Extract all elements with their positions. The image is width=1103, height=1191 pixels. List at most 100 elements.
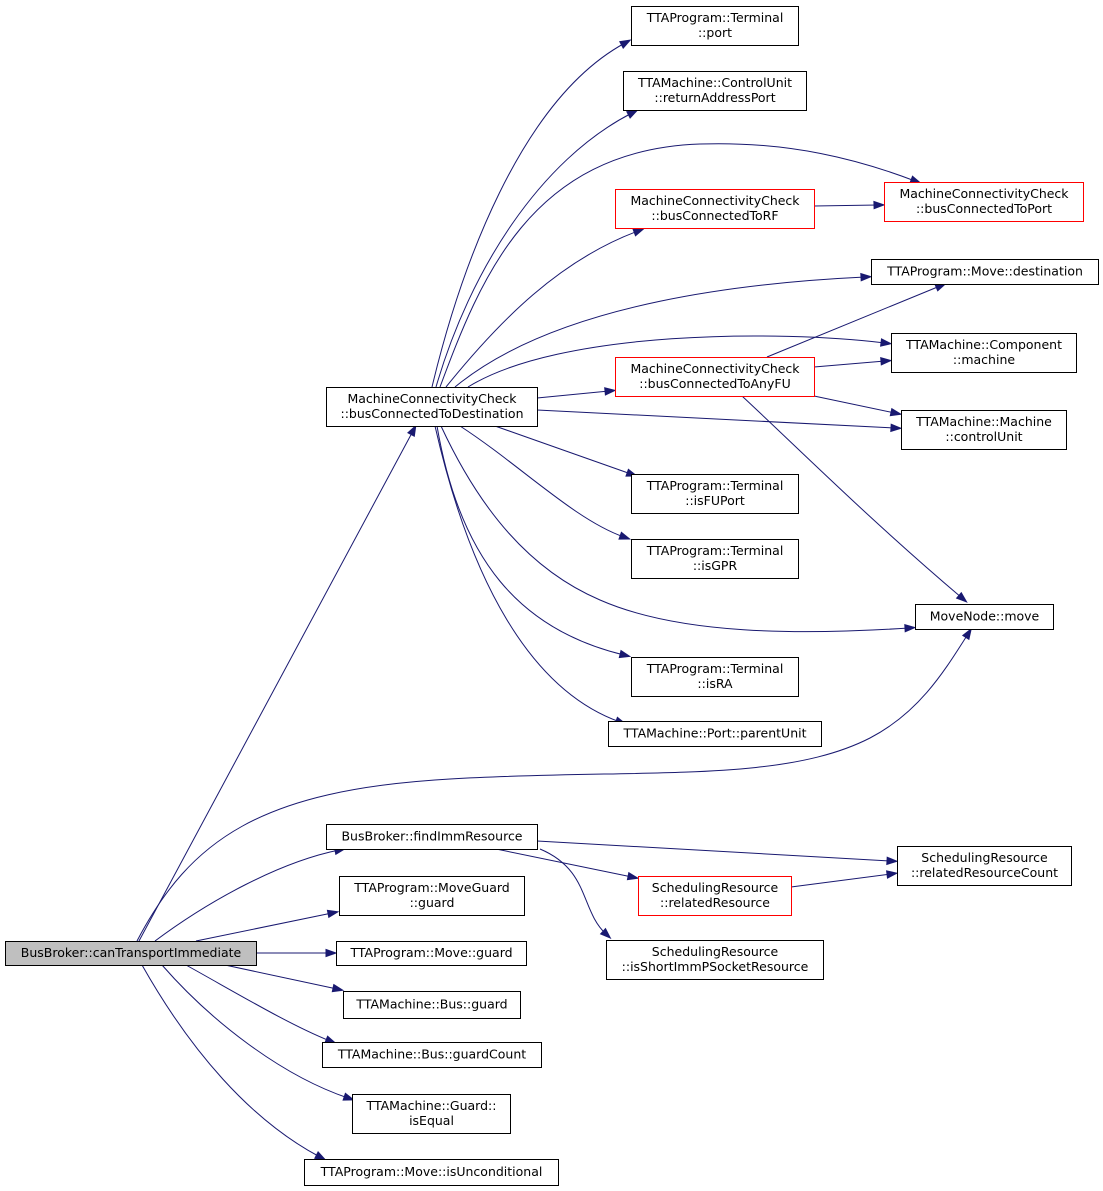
node-box: [5, 941, 257, 966]
node-find-imm[interactable]: BusBroker::findImmResource: [326, 824, 538, 850]
arrowhead-icon: [326, 909, 340, 919]
node-label: MachineConnectivityCheck: [630, 361, 800, 376]
node-label: MachineConnectivityCheck: [347, 391, 517, 406]
arrowhead-icon: [904, 624, 917, 633]
node-box: [608, 721, 822, 747]
node-label: ::isGPR: [693, 558, 738, 573]
edge-root-to-bus_guard: [224, 964, 345, 993]
node-label: ::isShortImmPSocketResource: [622, 959, 809, 974]
node-box: [891, 333, 1077, 373]
node-label: ::isRA: [697, 676, 733, 691]
arrowhead-icon: [890, 423, 903, 433]
arrowhead-icon: [955, 591, 968, 603]
edge-mcc_dest-to-movenode_move: [440, 425, 917, 633]
node-box: [897, 846, 1072, 886]
node-sr-count[interactable]: SchedulingResource::relatedResourceCount: [897, 846, 1072, 886]
edge-line: [454, 276, 866, 388]
edge-root-to-move_uncond: [141, 964, 327, 1161]
node-label: ::port: [698, 25, 732, 40]
node-label: SchedulingResource: [921, 850, 1048, 865]
node-label: ::machine: [953, 352, 1015, 367]
node-label: TTAMachine::Bus::guard: [355, 997, 507, 1012]
node-label: MachineConnectivityCheck: [630, 193, 800, 208]
edge-line: [467, 335, 886, 388]
arrowhead-icon: [618, 649, 632, 659]
arrowhead-icon: [961, 627, 972, 641]
node-root[interactable]: BusBroker::canTransportImmediate: [5, 941, 257, 966]
node-sr-related[interactable]: SchedulingResource::relatedResource: [638, 876, 792, 916]
edge-line: [494, 425, 632, 475]
node-term-port[interactable]: TTAProgram::Terminal::port: [631, 6, 799, 46]
node-bus-guard[interactable]: TTAMachine::Bus::guard: [343, 991, 521, 1019]
arrowhead-icon: [886, 856, 899, 866]
arrowhead-icon: [314, 1151, 327, 1161]
arrowhead-icon: [626, 109, 639, 119]
arrowhead-icon: [325, 948, 338, 958]
arrowhead-icon: [604, 387, 617, 396]
edge-root-to-movenode_move: [136, 627, 972, 942]
edge-line: [439, 143, 916, 388]
node-label: TTAMachine::Component: [905, 337, 1062, 352]
arrowhead-icon: [618, 531, 632, 540]
call-nodes: BusBroker::canTransportImmediate MachineC…: [5, 6, 1099, 1186]
edge-line: [536, 390, 610, 399]
node-move-dest[interactable]: TTAProgram::Move::destination: [871, 259, 1099, 285]
edge-mcc_dest-to-term_isgpr: [459, 425, 632, 540]
node-guard-eq[interactable]: TTAMachine::Guard::isEqual: [352, 1094, 511, 1134]
node-machine-cu[interactable]: TTAMachine::Machine::controlUnit: [901, 410, 1067, 450]
arrowhead-icon: [626, 871, 640, 881]
arrowhead-icon: [860, 272, 873, 282]
edge-line: [445, 230, 639, 388]
node-label: TTAProgram::Move::isUnconditional: [320, 1164, 543, 1179]
edge-line: [813, 360, 886, 368]
edge-find_imm-to-sr_short: [539, 848, 612, 940]
edge-root-to-find_imm: [154, 846, 347, 942]
node-box: [623, 71, 807, 111]
node-label: ::busConnectedToDestination: [341, 406, 524, 421]
arrowhead-icon: [599, 927, 612, 940]
node-bus-gcount[interactable]: TTAMachine::Bus::guardCount: [322, 1042, 542, 1068]
arrowhead-icon: [407, 424, 417, 437]
node-movenode-move[interactable]: MoveNode::move: [915, 604, 1054, 630]
arrowhead-icon: [342, 1092, 356, 1101]
node-box: [631, 6, 799, 46]
node-label: isEqual: [409, 1113, 454, 1128]
node-mcc-dest[interactable]: MachineConnectivityCheck::busConnectedTo…: [326, 387, 538, 427]
node-label: ::isFUPort: [685, 493, 745, 508]
arrowhead-icon: [331, 983, 345, 993]
node-term-isra[interactable]: TTAProgram::Terminal::isRA: [631, 657, 799, 697]
node-term-isfu[interactable]: TTAProgram::Terminal::isFUPort: [631, 474, 799, 514]
node-box: [615, 357, 815, 397]
node-cu-rap[interactable]: TTAMachine::ControlUnit::returnAddressPo…: [623, 71, 807, 111]
node-mcc-anyfu[interactable]: MachineConnectivityCheck::busConnectedTo…: [615, 357, 815, 397]
node-mcc-port[interactable]: MachineConnectivityCheck::busConnectedTo…: [884, 182, 1084, 222]
node-label: TTAMachine::ControlUnit: [637, 75, 792, 90]
node-port-parent[interactable]: TTAMachine::Port::parentUnit: [608, 721, 822, 747]
node-comp-machine[interactable]: TTAMachine::Component::machine: [891, 333, 1077, 373]
edge-root-to-mcc_dest: [138, 424, 417, 942]
edge-mcc_anyfu-to-movenode_move: [741, 395, 968, 603]
edge-line: [813, 204, 879, 207]
node-box: [871, 259, 1099, 285]
arrowhead-icon: [632, 228, 645, 237]
node-term-isgpr[interactable]: TTAProgram::Terminal::isGPR: [631, 539, 799, 579]
edge-root-to-mg_guard: [195, 909, 340, 942]
edge-mcc_anyfu-to-comp_machine: [813, 357, 893, 368]
node-move-uncond[interactable]: TTAProgram::Move::isUnconditional: [304, 1159, 559, 1186]
node-sr-short[interactable]: SchedulingResource::isShortImmPSocketRes…: [606, 940, 824, 980]
node-mg-guard[interactable]: TTAProgram::MoveGuard::guard: [339, 876, 525, 916]
arrowhead-icon: [880, 357, 893, 366]
edge-line: [434, 425, 621, 723]
node-label: ::returnAddressPort: [654, 90, 775, 105]
edge-line: [536, 840, 892, 862]
node-label: SchedulingResource: [652, 880, 779, 895]
node-label: TTAProgram::Terminal: [646, 478, 784, 493]
edge-root-to-bus_gcount: [185, 964, 337, 1044]
node-box: [631, 657, 799, 697]
edge-sr_related-to-sr_count: [790, 870, 899, 888]
edge-mcc_dest-to-term_port: [431, 39, 632, 388]
edge-line: [539, 848, 607, 935]
node-label: ::busConnectedToPort: [916, 201, 1052, 216]
node-mcc-rf[interactable]: MachineConnectivityCheck::busConnectedTo…: [615, 189, 815, 229]
node-move-guard[interactable]: TTAProgram::Move::guard: [336, 941, 527, 966]
